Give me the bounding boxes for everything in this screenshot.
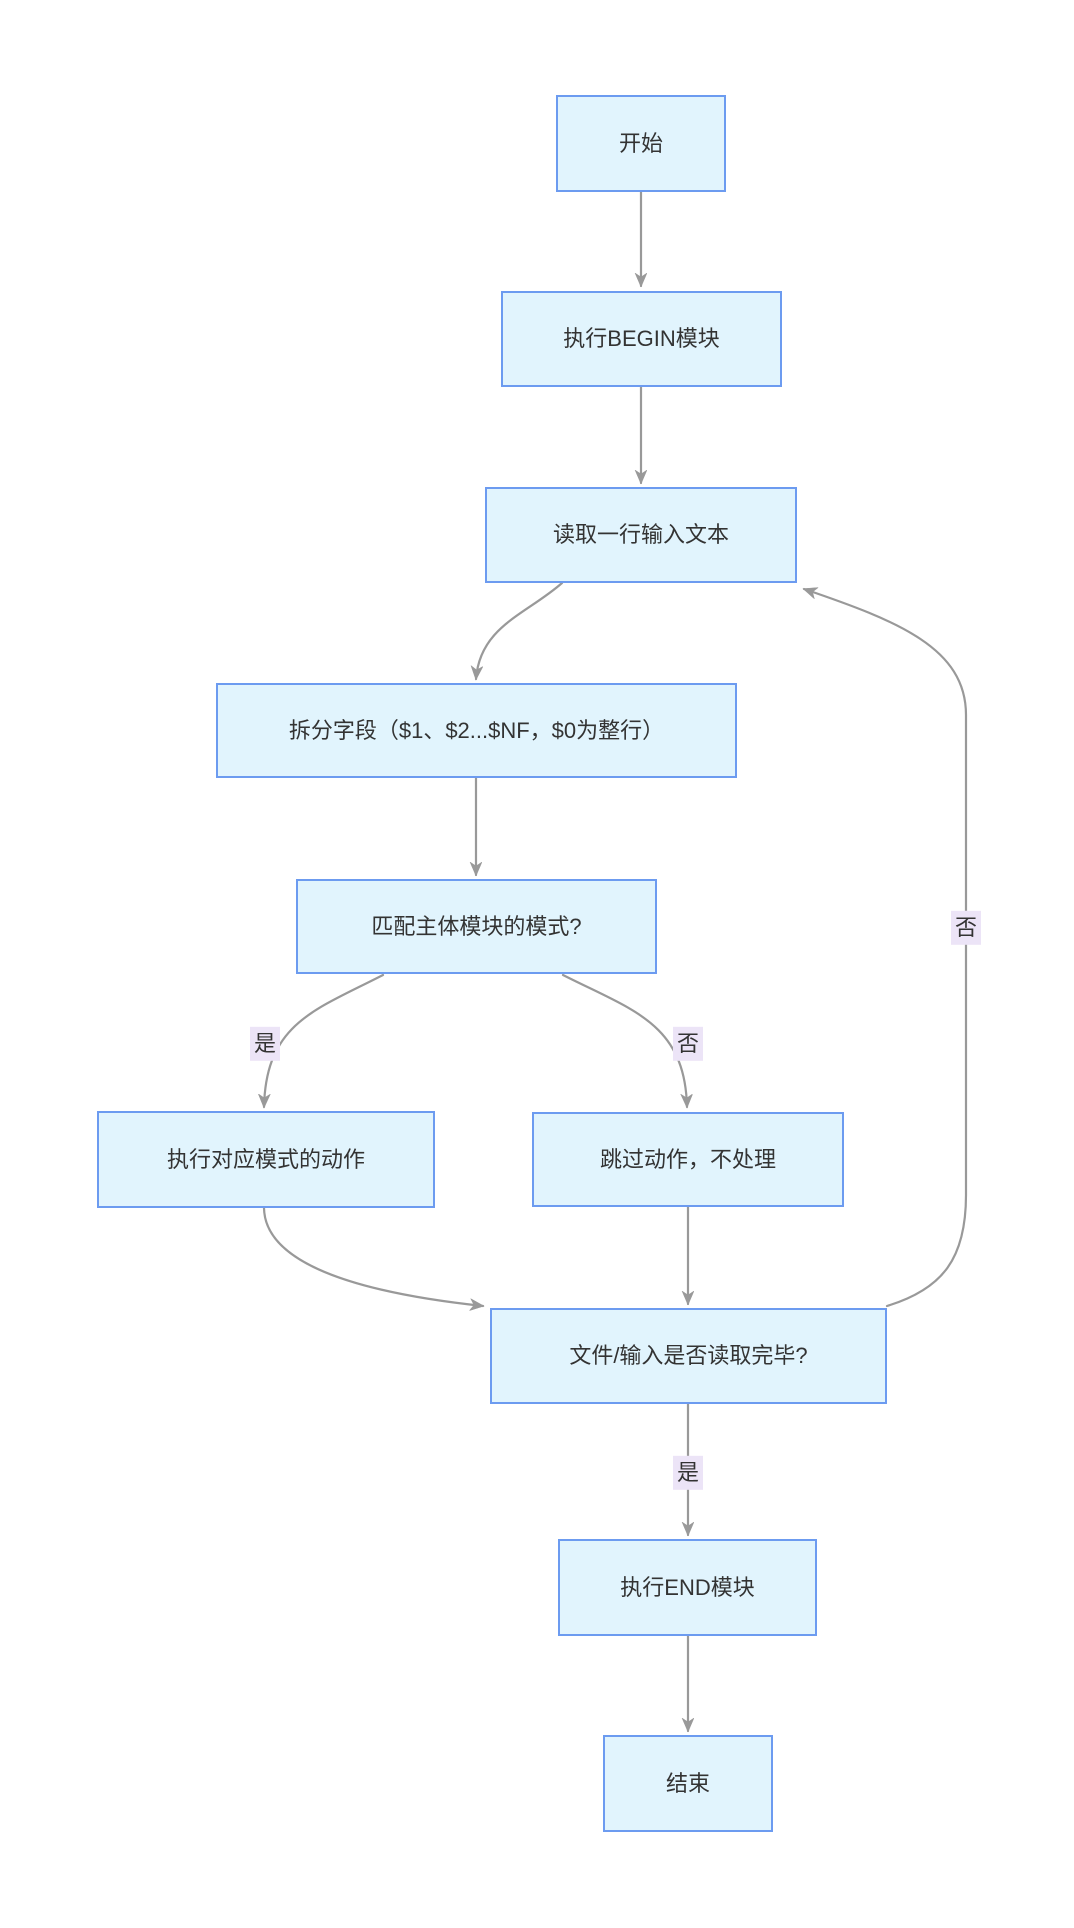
node-start[interactable]: 开始 — [556, 95, 726, 192]
node-read-line[interactable]: 读取一行输入文本 — [485, 487, 797, 583]
node-end-block[interactable]: 执行END模块 — [558, 1539, 817, 1636]
edge-match-yes-to-action — [264, 973, 385, 1107]
edge-label-match-yes: 是 — [249, 1026, 281, 1062]
node-eof-check[interactable]: 文件/输入是否读取完毕? — [490, 1308, 887, 1404]
node-split-fields[interactable]: 拆分字段（$1、$2...$NF，$0为整行） — [216, 683, 737, 778]
node-begin-block-label: 执行BEGIN模块 — [563, 326, 720, 352]
node-end-block-label: 执行END模块 — [620, 1574, 755, 1600]
edge-eof-no-loop-to-read — [804, 589, 968, 1308]
edge-label-eof-yes: 是 — [672, 1455, 704, 1491]
edge-match-no-to-skip — [561, 973, 687, 1107]
node-split-fields-label: 拆分字段（$1、$2...$NF，$0为整行） — [288, 717, 665, 743]
edge-label-match-no: 否 — [672, 1026, 704, 1062]
node-end-label: 结束 — [665, 1770, 710, 1796]
edge-label-eof-no: 否 — [950, 910, 982, 946]
node-run-action[interactable]: 执行对应模式的动作 — [97, 1111, 435, 1208]
node-end[interactable]: 结束 — [603, 1735, 773, 1832]
node-skip-action-label: 跳过动作，不处理 — [599, 1146, 776, 1172]
node-skip-action[interactable]: 跳过动作，不处理 — [532, 1112, 844, 1207]
node-match-pattern[interactable]: 匹配主体模块的模式? — [296, 879, 657, 974]
node-begin-block[interactable]: 执行BEGIN模块 — [501, 291, 782, 387]
node-start-label: 开始 — [618, 130, 663, 156]
edge-action-to-eof — [262, 1206, 483, 1306]
node-run-action-label: 执行对应模式的动作 — [166, 1146, 365, 1172]
node-match-pattern-label: 匹配主体模块的模式? — [371, 913, 582, 939]
node-read-line-label: 读取一行输入文本 — [552, 522, 729, 548]
edge-read-to-split — [476, 581, 564, 679]
node-eof-check-label: 文件/输入是否读取完毕? — [569, 1343, 808, 1369]
